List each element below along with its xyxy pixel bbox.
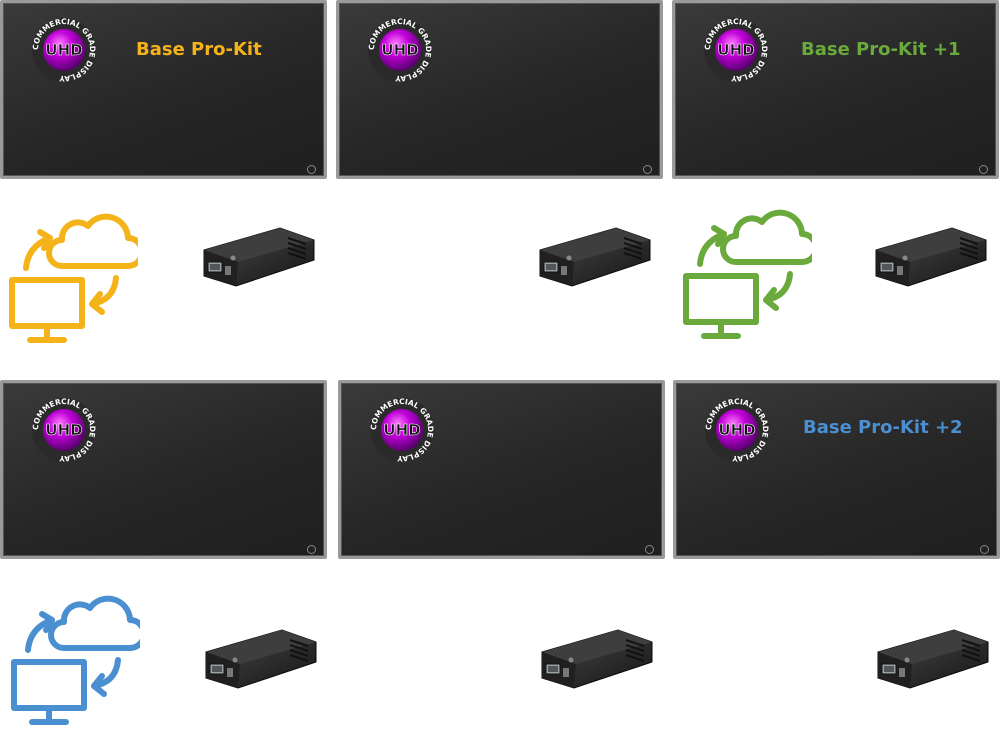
- cloud-sync-monitor-icon: [683, 209, 812, 339]
- uhd-badge-icon: COMMERCIAL GRADE DISPLAY UHD: [31, 17, 97, 83]
- uhd-badge-icon: COMMERCIAL GRADE DISPLAY UHD: [31, 397, 97, 463]
- cloud-sync-monitor-icon: [11, 595, 140, 725]
- cloud-sync-monitor-icon: [9, 213, 138, 343]
- media-player-device: [203, 227, 315, 287]
- display-screen-4: COMMERCIAL GRADE DISPLAY UHD: [0, 380, 327, 559]
- power-indicator: [307, 165, 316, 174]
- svg-text:UHD: UHD: [383, 421, 420, 439]
- kit-label-base: Base Pro-Kit: [136, 39, 262, 60]
- display-screen-1: COMMERCIAL GRADE DISPLAY UHD Base Pro-Ki…: [0, 0, 327, 179]
- media-player-device: [877, 629, 989, 689]
- display-screen-3: COMMERCIAL GRADE DISPLAY UHD Base Pro-Ki…: [672, 0, 999, 179]
- media-player-device: [541, 629, 653, 689]
- uhd-badge-icon: COMMERCIAL GRADE DISPLAY UHD: [703, 17, 769, 83]
- uhd-badge-icon: COMMERCIAL GRADE DISPLAY UHD: [704, 397, 770, 463]
- power-indicator: [643, 165, 652, 174]
- media-player-device: [875, 227, 987, 287]
- display-screen-2: COMMERCIAL GRADE DISPLAY UHD: [336, 0, 663, 179]
- media-player-device: [539, 227, 651, 287]
- display-screen-5: COMMERCIAL GRADE DISPLAY UHD: [338, 380, 665, 559]
- svg-text:UHD: UHD: [717, 41, 754, 59]
- media-player-device: [205, 629, 317, 689]
- power-indicator: [980, 545, 989, 554]
- uhd-badge-icon: COMMERCIAL GRADE DISPLAY UHD: [369, 397, 435, 463]
- svg-text:UHD: UHD: [718, 421, 755, 439]
- kit-label-plus-1: Base Pro-Kit +1: [801, 39, 961, 60]
- uhd-badge-icon: COMMERCIAL GRADE DISPLAY UHD: [367, 17, 433, 83]
- display-screen-6: COMMERCIAL GRADE DISPLAY UHD Base Pro-Ki…: [673, 380, 1000, 559]
- svg-text:UHD: UHD: [45, 421, 82, 439]
- power-indicator: [645, 545, 654, 554]
- svg-text:UHD: UHD: [45, 41, 82, 59]
- power-indicator: [979, 165, 988, 174]
- power-indicator: [307, 545, 316, 554]
- kit-label-plus-2: Base Pro-Kit +2: [803, 417, 963, 438]
- svg-text:UHD: UHD: [381, 41, 418, 59]
